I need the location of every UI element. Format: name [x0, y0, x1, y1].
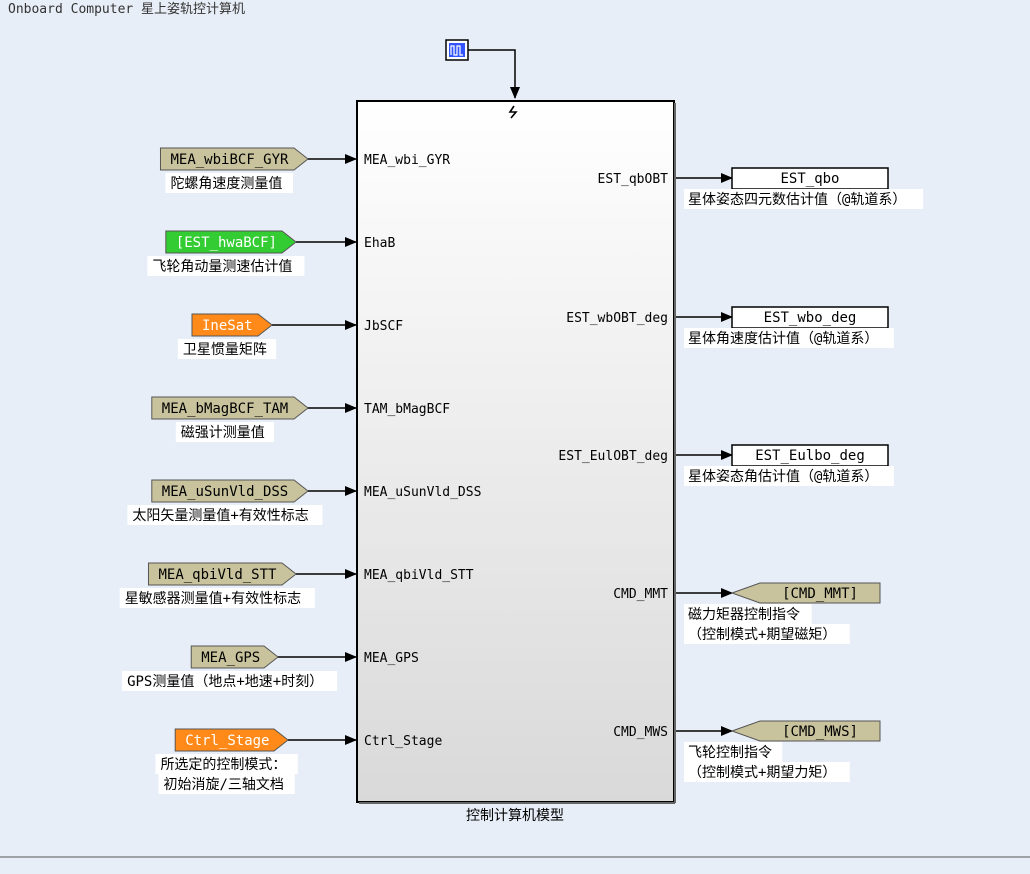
input-caption: 星敏感器测量值+有效性标志: [125, 590, 301, 607]
caption-background: [684, 189, 924, 209]
output-caption: 星体角速度估计值（@轨道系）: [688, 331, 878, 347]
from-tag-block[interactable]: [174, 728, 289, 752]
input-port-label: MEA_qbiVld_STT: [364, 568, 474, 583]
goto-tag-block[interactable]: [730, 582, 881, 604]
input-port-label: TAM_bMagBCF: [364, 402, 450, 417]
from-tag-label: Ctrl_Stage: [185, 733, 269, 749]
control-computer-block[interactable]: [356, 100, 676, 804]
from-tag-block[interactable]: [147, 562, 297, 586]
input-2[interactable]: [EST_hwaBCF] EhaB 飞轮角动量测速估计值: [147, 230, 395, 276]
output-caption: （控制模式+期望力矩）: [688, 765, 836, 781]
caption-background: [177, 339, 277, 359]
input-port-label: EhaB: [364, 236, 395, 251]
goto-tag-block[interactable]: [730, 720, 881, 742]
outport-label: EST_Eulbo_deg: [755, 448, 865, 464]
caption-background: [158, 774, 295, 794]
output-2[interactable]: EST_wbOBT_deg EST_wbo_deg 星体角速度估计值（@轨道系）: [566, 306, 894, 348]
from-tag-block[interactable]: [151, 479, 309, 503]
input-caption: 陀螺角速度测量值: [170, 176, 282, 192]
from-tag-label: MEA_GPS: [201, 650, 260, 666]
from-tag-block[interactable]: [165, 230, 297, 254]
output-caption: （控制模式+期望磁矩）: [688, 627, 836, 643]
from-tag-block[interactable]: [191, 313, 273, 337]
output-3[interactable]: EST_EulOBT_deg EST_Eulbo_deg 星体姿态角估计值（@轨道系…: [558, 444, 894, 486]
input-caption: 初始消旋/三轴文档: [163, 776, 283, 793]
outport-label: EST_qbo: [780, 171, 839, 187]
input-4[interactable]: MEA_bMagBCF_TAM TAM_bMagBCF 磁强计测量值: [151, 396, 450, 442]
caption-background: [684, 762, 850, 782]
from-tag-label: IneSat: [202, 318, 253, 334]
from-tag-block[interactable]: [159, 147, 309, 171]
from-tag-block[interactable]: [151, 396, 309, 420]
output-caption: 飞轮控制指令: [688, 745, 772, 761]
input-caption: GPS测量值（地点+地速+时刻）: [127, 674, 323, 690]
input-caption: 卫星惯量矩阵: [183, 341, 267, 358]
output-port-label: EST_EulOBT_deg: [558, 449, 668, 464]
window-title: Onboard Computer 星上姿轨控计算机: [8, 1, 245, 17]
caption-background: [165, 173, 294, 193]
input-7[interactable]: MEA_GPS MEA_GPS GPS测量值（地点+地速+时刻）: [122, 645, 419, 691]
input-6[interactable]: MEA_qbiVld_STT MEA_qbiVld_STT 星敏感器测量值+有效性标…: [119, 562, 474, 608]
input-port-label: Ctrl_Stage: [364, 734, 442, 749]
input-caption: 磁强计测量值: [181, 425, 265, 441]
input-5[interactable]: MEA_uSunVld_DSS MEA_uSunVld_DSS 太阳矢量测量值+有效…: [127, 479, 481, 525]
input-1[interactable]: MEA_wbiBCF_GYR MEA_wbi_GYR 陀螺角速度测量值: [159, 147, 450, 193]
caption-background: [175, 422, 274, 442]
output-1[interactable]: EST_qbOBT EST_qbo 星体姿态四元数估计值（@轨道系）: [598, 167, 924, 209]
output-caption: 星体姿态四元数估计值（@轨道系）: [688, 192, 906, 208]
input-port-label: MEA_uSunVld_DSS: [364, 485, 481, 500]
trigger-line: [468, 49, 520, 99]
caption-background: [684, 466, 894, 486]
caption-background: [147, 256, 305, 276]
input-caption: 太阳矢量测量值+有效性标志: [132, 508, 308, 524]
from-tag-block[interactable]: [190, 645, 279, 669]
input-8[interactable]: Ctrl_Stage Ctrl_Stage 所选定的控制模式： 初始消旋/三轴文档: [155, 728, 442, 794]
outport-label: EST_wbo_deg: [764, 310, 857, 326]
caption-background: [119, 588, 315, 608]
from-tag-label: MEA_bMagBCF_TAM: [162, 401, 288, 417]
output-caption: 星体姿态角估计值（@轨道系）: [688, 469, 878, 485]
output-port-label: CMD_MWS: [613, 725, 668, 740]
clock-source-block[interactable]: [445, 39, 469, 61]
output-port-label: CMD_MMT: [613, 587, 668, 602]
caption-background: [684, 624, 850, 644]
from-tag-label: MEA_qbiVld_STT: [158, 567, 277, 583]
output-5[interactable]: CMD_MWS [CMD_MWS] 飞轮控制指令 （控制模式+期望力矩）: [613, 720, 881, 782]
output-caption: 磁力矩器控制指令: [688, 607, 800, 623]
output-port-label: EST_wbOBT_deg: [566, 311, 668, 326]
input-caption: 所选定的控制模式：: [160, 757, 286, 773]
output-4[interactable]: CMD_MMT [CMD_MMT] 磁力矩器控制指令 （控制模式+期望磁矩）: [613, 582, 881, 644]
input-port-label: JbSCF: [364, 319, 403, 334]
from-tag-label: MEA_wbiBCF_GYR: [170, 152, 289, 168]
goto-tag-label: [CMD_MMT]: [782, 586, 858, 602]
caption-background: [122, 671, 338, 691]
input-3[interactable]: IneSat JbSCF 卫星惯量矩阵: [177, 313, 403, 359]
trigger-icon: [508, 105, 518, 119]
caption-background: [684, 328, 894, 348]
output-port-label: EST_qbOBT: [598, 172, 669, 187]
from-tag-label: MEA_uSunVld_DSS: [162, 484, 288, 500]
from-tag-label: [EST_hwaBCF]: [176, 235, 277, 251]
caption-background: [155, 754, 298, 774]
input-caption: 飞轮角动量测速估计值: [152, 259, 292, 275]
input-port-label: MEA_wbi_GYR: [364, 153, 450, 168]
goto-tag-label: [CMD_MWS]: [782, 724, 858, 740]
caption-background: [127, 505, 323, 525]
block-name: 控制计算机模型: [466, 808, 564, 824]
input-port-label: MEA_GPS: [364, 651, 419, 666]
caption-background: [684, 604, 812, 624]
caption-background: [684, 742, 783, 762]
